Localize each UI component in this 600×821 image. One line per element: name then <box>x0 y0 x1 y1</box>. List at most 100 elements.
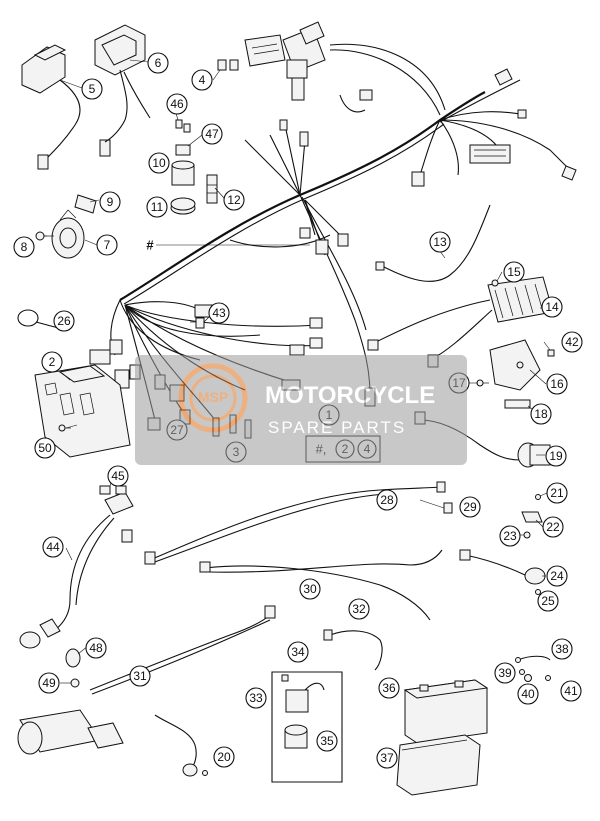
callout-44: 44 <box>42 536 64 558</box>
callout-6: 6 <box>147 52 169 74</box>
battery-case-37 <box>396 734 481 796</box>
callout-30: 30 <box>299 578 321 600</box>
callout-label: 5 <box>89 82 96 96</box>
callout-label: 24 <box>550 569 564 583</box>
callout-label: 31 <box>133 669 147 683</box>
callout-34: 34 <box>287 641 309 663</box>
callout-47: 47 <box>201 123 223 145</box>
washer-21 <box>535 494 541 500</box>
callout-label: 20 <box>217 750 231 764</box>
callout-46: 46 <box>166 93 188 115</box>
callout-label: 7 <box>104 238 111 252</box>
plate-2 <box>34 364 131 458</box>
callout-label: 8 <box>21 240 28 254</box>
cable-31 <box>89 605 276 695</box>
callout-50: 50 <box>34 437 56 459</box>
parts-45 <box>99 485 127 495</box>
watermark: MSP MOTORCYCLE SPARE PARTS <box>135 355 467 465</box>
callout-label: 11 <box>151 200 164 214</box>
rubber-holder-11 <box>170 197 196 215</box>
screw-23 <box>523 531 531 539</box>
small-parts-47 <box>175 144 191 156</box>
switch-5 <box>21 44 81 170</box>
callout-20: 20 <box>213 746 235 768</box>
callout-14: 14 <box>541 296 563 318</box>
small-parts-46 <box>175 119 191 133</box>
callout-18: 18 <box>530 403 552 425</box>
callout-label: 18 <box>534 407 548 421</box>
callout-31: 31 <box>129 665 151 687</box>
cap-48 <box>65 648 81 668</box>
flasher-relay-10 <box>171 160 195 186</box>
callout-label: 13 <box>433 235 447 249</box>
cable-32 <box>323 629 383 671</box>
callout-36: 36 <box>378 677 400 699</box>
callout-33: 33 <box>245 687 267 709</box>
horn-7 <box>51 209 85 259</box>
relay-kit-box <box>271 671 343 783</box>
washer-49 <box>70 678 80 688</box>
nut-39 <box>519 669 525 675</box>
cable-38 <box>515 655 551 663</box>
callout-4: 4 <box>191 69 213 91</box>
svg-text:#: # <box>146 238 154 253</box>
callout-label: 45 <box>111 469 125 483</box>
pad-18 <box>504 399 531 409</box>
callout-42: 42 <box>561 331 583 353</box>
callout-label: 26 <box>57 314 71 328</box>
callout-label: 43 <box>212 306 226 320</box>
callout-label: 35 <box>320 734 334 748</box>
bracket-12 <box>206 174 218 204</box>
callout-label: 42 <box>565 335 579 349</box>
callout-label: 44 <box>46 540 60 554</box>
callout-label: 12 <box>227 193 241 207</box>
callout-label: 29 <box>463 500 477 514</box>
callout-48: 48 <box>85 637 107 659</box>
screw-25 <box>535 589 541 595</box>
callout-8: 8 <box>13 236 35 258</box>
cable-28 <box>144 481 446 565</box>
terminal-29 <box>443 502 453 514</box>
callout-label: 15 <box>507 265 521 279</box>
bracket-22 <box>521 511 543 523</box>
callout-11: 11 <box>146 196 168 218</box>
callout-2: 2 <box>41 351 63 373</box>
callout-label: 14 <box>545 300 559 314</box>
callout-label: 39 <box>498 666 512 680</box>
callout-label: 10 <box>152 156 166 170</box>
callout-label: 9 <box>107 195 114 209</box>
callout-35: 35 <box>316 730 338 752</box>
callout-39: 39 <box>494 662 516 684</box>
callout-25: 25 <box>537 590 559 612</box>
callout-29: 29 <box>459 496 481 518</box>
small-parts-4 <box>217 59 239 71</box>
sensor-20 <box>154 714 208 777</box>
callout-label: 4 <box>199 73 206 87</box>
bracket-9 <box>74 194 97 214</box>
callout-7: 7 <box>96 234 118 256</box>
callout-label: 6 <box>155 56 162 70</box>
callout-label: 33 <box>249 691 263 705</box>
washer-40 <box>524 674 532 682</box>
callout-37: 37 <box>376 747 398 769</box>
callout-label: 19 <box>549 449 563 463</box>
ignition-cable-44 <box>19 491 134 649</box>
screw-17 <box>476 379 489 387</box>
switch-6 <box>94 24 151 157</box>
callout-49: 49 <box>38 672 60 694</box>
sensor-24 <box>459 549 546 585</box>
callout-label: 36 <box>382 681 396 695</box>
callout-24: 24 <box>546 565 568 587</box>
callout-label: 23 <box>503 529 517 543</box>
callout-12: 12 <box>223 189 245 211</box>
callout-label: 21 <box>550 486 564 500</box>
callout-28: 28 <box>376 489 398 511</box>
screw-41 <box>545 675 551 681</box>
watermark-logo: MSP <box>178 363 248 433</box>
callout-label: 25 <box>541 594 555 608</box>
watermark-sub: SPARE PARTS <box>268 418 406 437</box>
callout-19: 19 <box>545 445 567 467</box>
callout-38: 38 <box>551 638 573 660</box>
callout-32: 32 <box>348 598 370 620</box>
